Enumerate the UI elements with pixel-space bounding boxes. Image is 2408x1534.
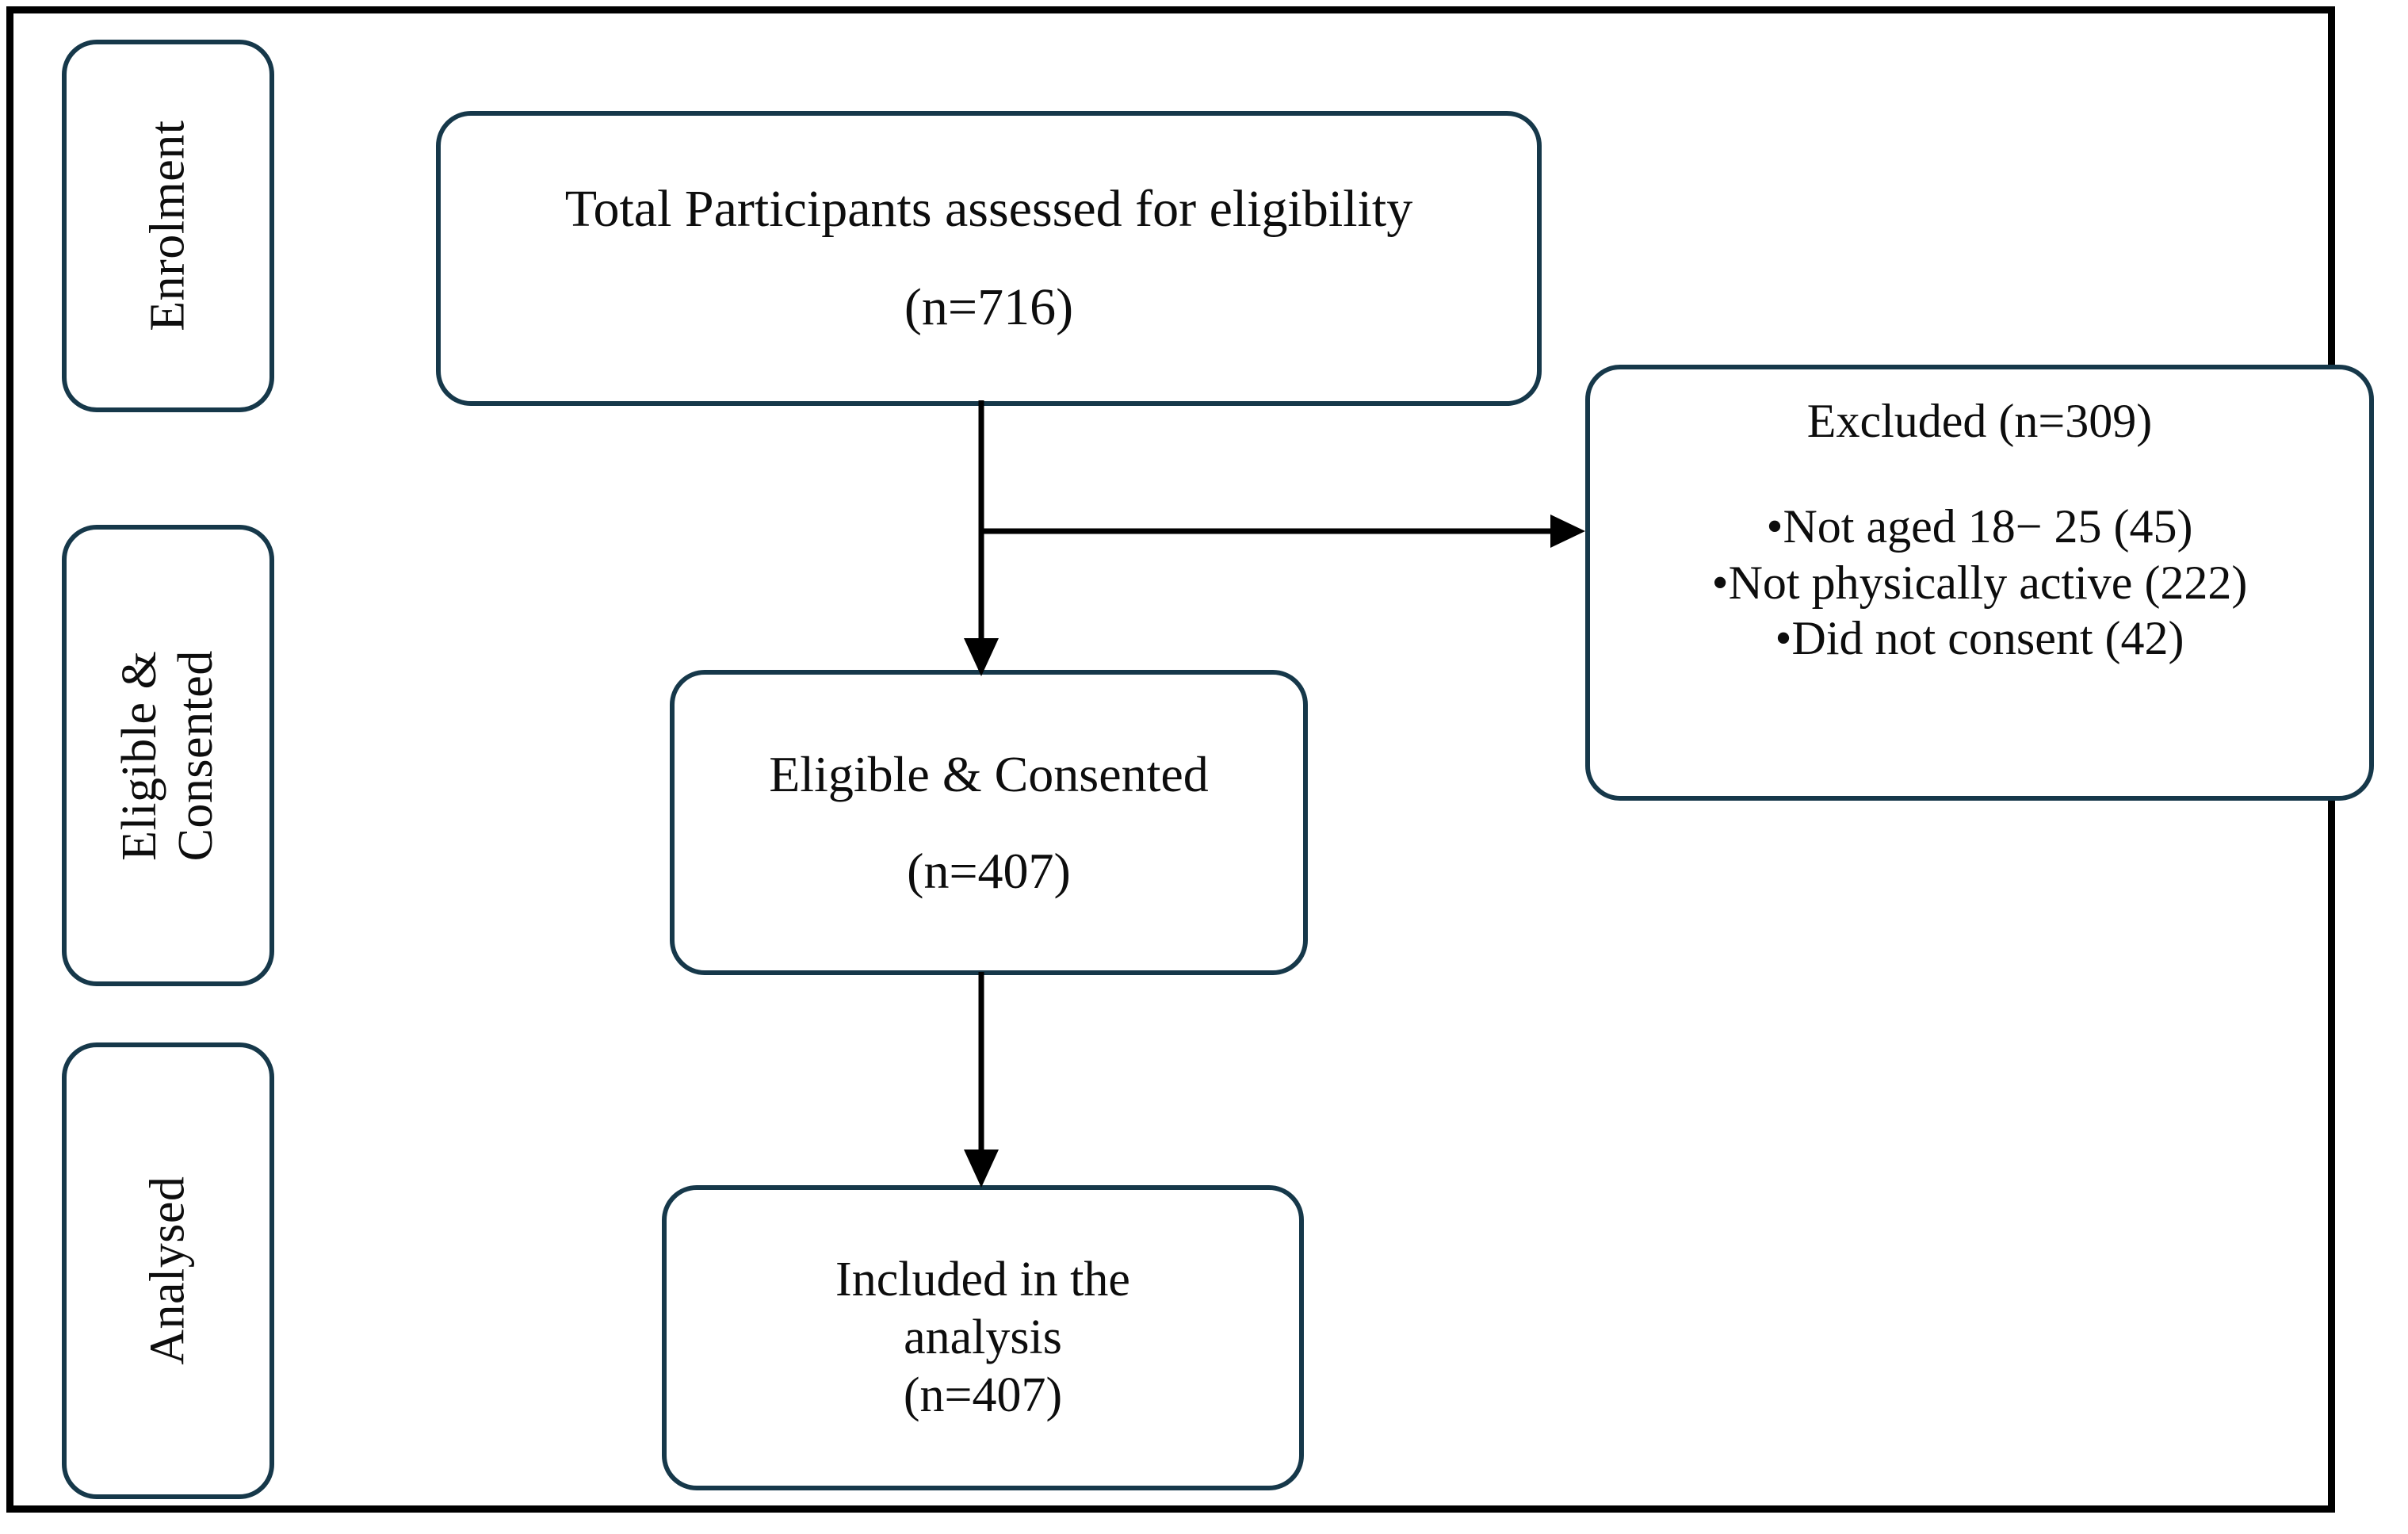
node-included-in-analysis: Included in the analysis (n=407) [662,1185,1304,1490]
stage-label-eligible-line2: Consented [169,649,223,862]
node-eligible-consented-count: (n=407) [907,842,1071,899]
node-included-line1: Included in the [835,1252,1130,1306]
connector-eligible-to-included [964,972,999,1188]
node-included-count: (n=407) [903,1368,1063,1423]
node-excluded-heading: Excluded (n=309) [1806,395,2153,447]
node-eligible-consented-line1: Eligible & Consented [769,745,1209,802]
connector-eligible-to-included-arrowhead [964,1150,999,1188]
stage-label-eligible-consented: Eligible & Consented [62,525,274,986]
node-excluded-reason-2: •Not physically active (222) [1711,556,2248,609]
connector-total-to-eligible-arrowhead [964,638,999,676]
node-total-assessed-line1: Total Participants assessed for eligibil… [564,180,1413,239]
node-excluded-reason-3: •Did not consent (42) [1775,612,2184,665]
stage-label-enrolment: Enrolment [62,40,274,412]
stage-label-analysed: Analysed [62,1042,274,1499]
node-total-assessed: Total Participants assessed for eligibil… [436,111,1542,406]
stage-label-eligible-line1: Eligible & [112,650,166,861]
stage-label-enrolment-text: Enrolment [140,120,195,332]
connector-total-to-eligible [964,400,1585,676]
node-excluded: Excluded (n=309) •Not aged 18− 25 (45) •… [1585,365,2374,801]
node-included-line2: analysis [904,1310,1062,1364]
stage-label-eligible-consented-text: Eligible & Consented [112,650,225,861]
node-excluded-reason-1: •Not aged 18− 25 (45) [1766,499,2193,553]
stage-label-analysed-text: Analysed [140,1176,195,1366]
connector-total-to-excluded-arrowhead [1550,515,1585,548]
node-eligible-consented: Eligible & Consented (n=407) [670,670,1308,975]
node-total-assessed-count: (n=716) [904,278,1074,336]
